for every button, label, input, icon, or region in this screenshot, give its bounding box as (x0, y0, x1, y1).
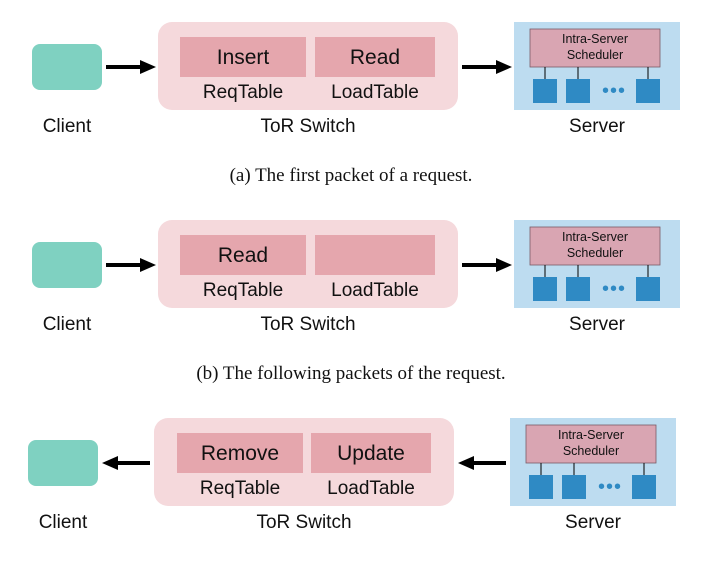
scheduler-label-line2: Scheduler (562, 444, 620, 458)
arrow-server-to-switch (458, 456, 506, 470)
worker-core (533, 79, 557, 103)
worker-core (566, 277, 590, 301)
ellipsis-dots: ••• (597, 476, 622, 498)
arrow-client-to-switch (106, 60, 156, 74)
scheduler-box (525, 424, 657, 464)
caption-a: (a) The first packet of a request. (229, 165, 473, 186)
load-table-box (311, 433, 431, 473)
client-label: Client (42, 116, 92, 137)
worker-core (529, 475, 553, 499)
worker-core (632, 475, 656, 499)
scheduler-label-line1: Intra-Server (558, 428, 624, 442)
worker-core (636, 79, 660, 103)
arrow-client-to-switch (106, 258, 156, 272)
req-table-label: ReqTable (202, 280, 284, 301)
scheduler-box (529, 226, 661, 266)
arrow-switch-to-server (462, 258, 512, 272)
client-box (32, 44, 102, 90)
arrow-switch-to-client (102, 456, 150, 470)
worker-core (562, 475, 586, 499)
arrow-switch-to-server (462, 60, 512, 74)
scheduler-links (544, 67, 649, 79)
caption-b: (b) The following packets of the request… (196, 363, 506, 384)
switch-label: ToR Switch (256, 512, 352, 533)
scheduler-label-line2: Scheduler (566, 246, 624, 260)
load-table-label: LoadTable (331, 82, 419, 103)
load-table-action: Update (337, 442, 405, 465)
req-table-label: ReqTable (202, 82, 284, 103)
req-table-action: Read (217, 244, 269, 267)
req-table-label: ReqTable (199, 478, 281, 499)
scheduler-links (540, 463, 645, 475)
req-table-box (180, 235, 306, 275)
load-table-label: LoadTable (327, 478, 415, 499)
scheduler-label-line1: Intra-Server (562, 32, 628, 46)
load-table-box (315, 235, 435, 275)
switch-label: ToR Switch (260, 116, 356, 137)
panel-b: Read ReqTable LoadTable Client ToR Switc… (0, 198, 702, 384)
scheduler-box (529, 28, 661, 68)
panel-a-diagram (32, 22, 680, 110)
switch-label: ToR Switch (260, 314, 356, 335)
req-table-action: Insert (216, 46, 270, 69)
req-table-box (180, 37, 306, 77)
worker-core (533, 277, 557, 301)
panel-a: Insert Read ReqTable LoadTable Client To… (0, 0, 702, 186)
scheduler-label-line2: Scheduler (566, 48, 624, 62)
client-label: Client (42, 314, 92, 335)
panel-c-diagram (28, 418, 676, 506)
panel-c: Remove Update ReqTable LoadTable Client … (0, 396, 702, 578)
client-box (32, 242, 102, 288)
ellipsis-dots: ••• (601, 80, 626, 102)
ellipsis-dots: ••• (601, 278, 626, 300)
panel-b-diagram (32, 220, 680, 308)
req-table-box (177, 433, 303, 473)
load-table-box (315, 37, 435, 77)
load-table-label: LoadTable (331, 280, 419, 301)
scheduler-label-line1: Intra-Server (562, 230, 628, 244)
req-table-action: Remove (200, 442, 280, 465)
server-label: Server (569, 314, 625, 335)
server-label: Server (569, 116, 625, 137)
worker-core (566, 79, 590, 103)
client-box (28, 440, 98, 486)
scheduler-links (544, 265, 649, 277)
client-label: Client (38, 512, 88, 533)
server-label: Server (565, 512, 621, 533)
worker-core (636, 277, 660, 301)
load-table-action: Read (349, 46, 401, 69)
